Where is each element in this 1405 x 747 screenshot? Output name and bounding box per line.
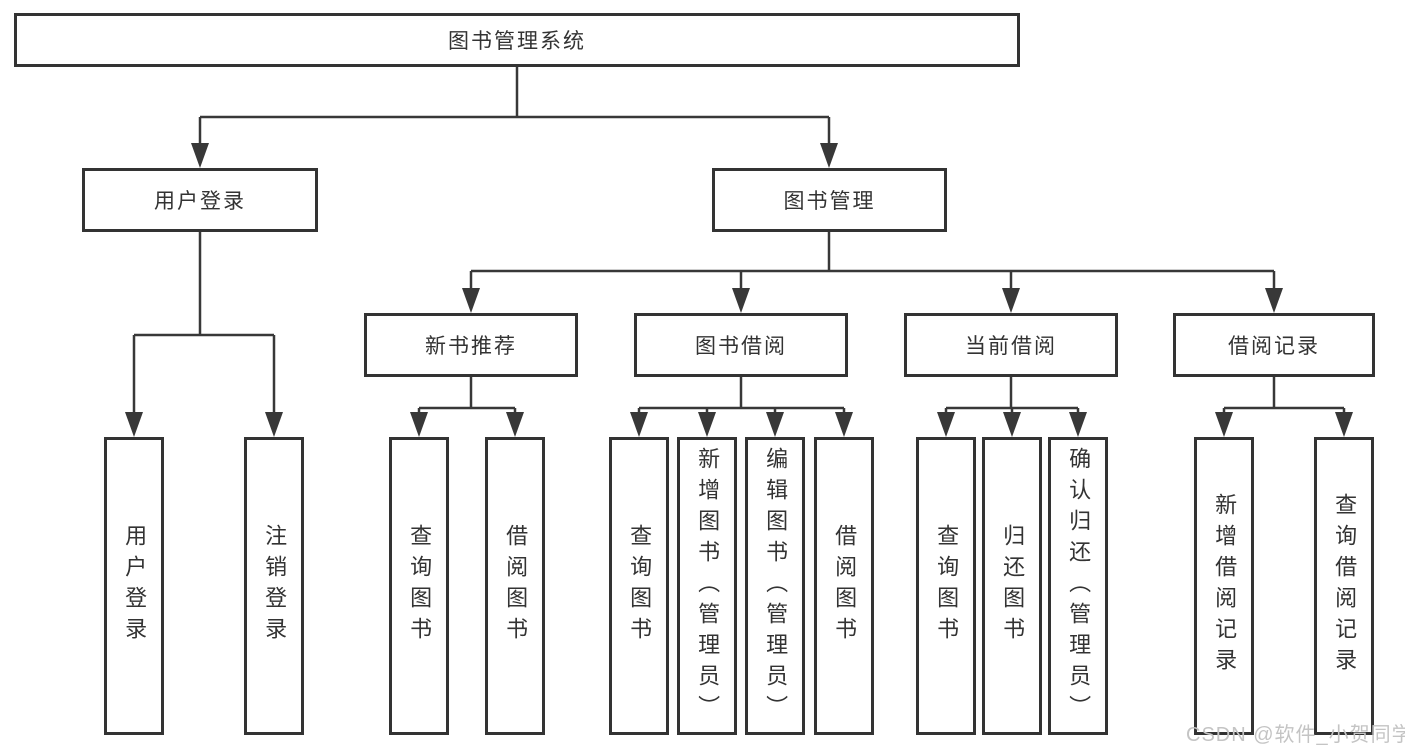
leaf-edit-books-admin: 编辑图书（管理员） bbox=[745, 437, 805, 735]
leaf-label: 注销登录 bbox=[262, 524, 288, 648]
leaf-label: 归还图书 bbox=[1000, 524, 1026, 648]
node-label: 新书推荐 bbox=[425, 335, 517, 358]
node-book-borrow: 图书借阅 bbox=[634, 313, 848, 377]
node-new-book-recommend: 新书推荐 bbox=[364, 313, 578, 377]
leaf-query-books-current: 查询图书 bbox=[916, 437, 976, 735]
csdn-watermark: CSDN @软件_小贺同学 bbox=[1186, 724, 1405, 746]
node-label: 图书管理 bbox=[783, 190, 876, 213]
leaf-add-books-admin: 新增图书（管理员） bbox=[677, 437, 737, 735]
node-current-borrow: 当前借阅 bbox=[904, 313, 1118, 377]
leaf-label: 新增图书（管理员） bbox=[695, 446, 721, 726]
node-library-management-system: 图书管理系统 bbox=[14, 13, 1020, 67]
node-user-login: 用户登录 bbox=[82, 168, 318, 232]
leaf-label: 新增借阅记录 bbox=[1212, 493, 1238, 679]
leaf-label: 确认归还（管理员） bbox=[1066, 446, 1092, 726]
leaf-label: 编辑图书（管理员） bbox=[763, 446, 789, 726]
leaf-label: 查询图书 bbox=[934, 524, 960, 648]
leaf-label: 借阅图书 bbox=[503, 524, 529, 648]
leaf-label: 用户登录 bbox=[122, 524, 148, 648]
leaf-borrow-books-borrow: 借阅图书 bbox=[814, 437, 874, 735]
leaf-query-borrow-record: 查询借阅记录 bbox=[1314, 437, 1374, 735]
leaf-borrow-books-recommend: 借阅图书 bbox=[485, 437, 545, 735]
node-borrow-records: 借阅记录 bbox=[1173, 313, 1375, 377]
node-book-management: 图书管理 bbox=[712, 168, 947, 232]
leaf-add-borrow-record: 新增借阅记录 bbox=[1194, 437, 1254, 735]
leaf-query-books-borrow: 查询图书 bbox=[609, 437, 669, 735]
leaf-label: 查询图书 bbox=[407, 524, 433, 648]
leaf-label: 查询图书 bbox=[627, 524, 653, 648]
leaf-label: 借阅图书 bbox=[832, 524, 858, 648]
node-label: 图书管理系统 bbox=[448, 30, 586, 53]
leaf-confirm-return-admin: 确认归还（管理员） bbox=[1048, 437, 1108, 735]
node-label: 图书借阅 bbox=[695, 335, 787, 358]
node-label: 借阅记录 bbox=[1228, 335, 1320, 358]
leaf-return-books: 归还图书 bbox=[982, 437, 1042, 735]
leaf-query-books-recommend: 查询图书 bbox=[389, 437, 449, 735]
node-label: 当前借阅 bbox=[965, 335, 1057, 358]
leaf-logout: 注销登录 bbox=[244, 437, 304, 735]
node-label: 用户登录 bbox=[154, 190, 246, 213]
leaf-label: 查询借阅记录 bbox=[1332, 493, 1358, 679]
leaf-user-login: 用户登录 bbox=[104, 437, 164, 735]
